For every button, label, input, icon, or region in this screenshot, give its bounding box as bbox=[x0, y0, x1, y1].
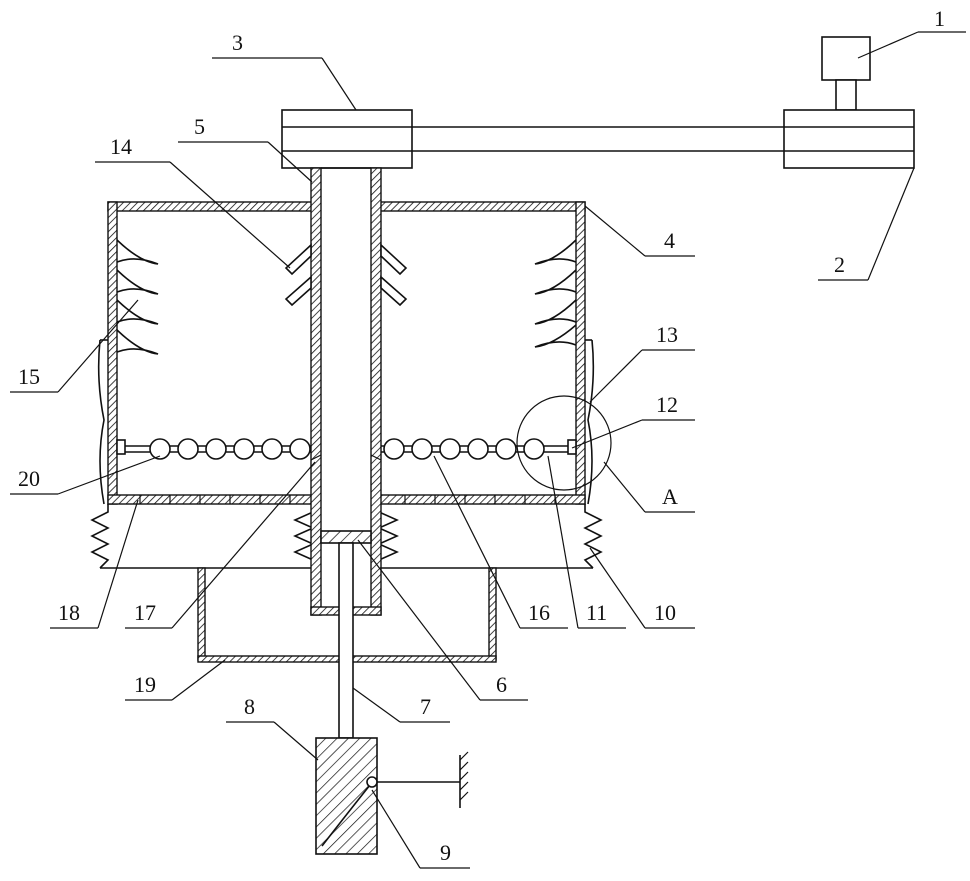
piston bbox=[321, 531, 371, 543]
right-support-wave bbox=[585, 340, 593, 504]
label-14: 14 bbox=[110, 134, 132, 159]
label-13: 13 bbox=[656, 322, 678, 347]
label-4: 4 bbox=[664, 228, 675, 253]
label-12: 12 bbox=[656, 392, 678, 417]
belt bbox=[412, 127, 784, 151]
label-18: 18 bbox=[58, 600, 80, 625]
driven-pulley bbox=[282, 110, 412, 168]
label-15: 15 bbox=[18, 364, 40, 389]
motor bbox=[822, 37, 870, 110]
label-19: 19 bbox=[134, 672, 156, 697]
label-a: A bbox=[662, 484, 678, 509]
label-17: 17 bbox=[134, 600, 156, 625]
label-5: 5 bbox=[194, 114, 205, 139]
wall-blades-left bbox=[117, 240, 158, 354]
wall-blades-right bbox=[535, 240, 576, 347]
spring-center-left bbox=[295, 504, 313, 560]
label-11: 11 bbox=[586, 600, 607, 625]
label-16: 16 bbox=[528, 600, 550, 625]
piston-rod bbox=[339, 543, 353, 738]
ball-rod-left bbox=[117, 439, 311, 459]
label-9: 9 bbox=[440, 840, 451, 865]
mixing-tank bbox=[108, 202, 585, 504]
label-6: 6 bbox=[496, 672, 507, 697]
spring-left bbox=[92, 504, 108, 568]
cam-block bbox=[316, 738, 377, 854]
spring-right bbox=[585, 504, 601, 568]
label-3: 3 bbox=[232, 30, 243, 55]
shaft-blades bbox=[286, 245, 406, 305]
label-1: 1 bbox=[934, 6, 945, 31]
left-support-wave bbox=[99, 340, 108, 504]
label-10: 10 bbox=[654, 600, 676, 625]
spring-center-right bbox=[379, 504, 397, 560]
drive-pulley bbox=[784, 110, 914, 168]
ball-rod-right bbox=[381, 439, 576, 459]
fixed-pivot bbox=[377, 752, 468, 808]
label-2: 2 bbox=[834, 252, 845, 277]
label-7: 7 bbox=[420, 694, 431, 719]
label-8: 8 bbox=[244, 694, 255, 719]
label-20: 20 bbox=[18, 466, 40, 491]
